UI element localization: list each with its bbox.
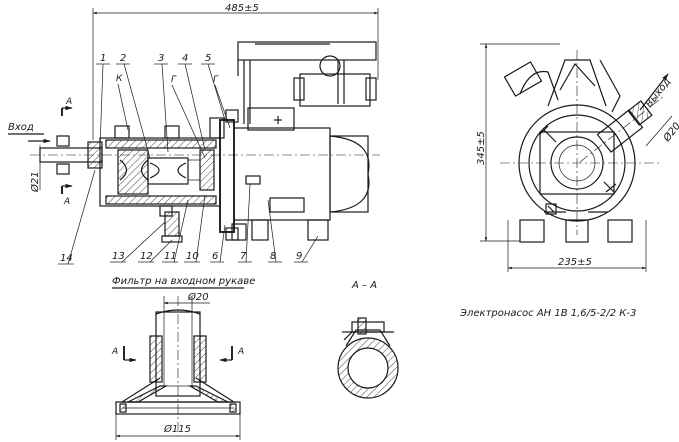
filter-section-mark-right: А xyxy=(237,347,244,357)
callout-11: 11 xyxy=(164,251,177,262)
callout-13: 13 xyxy=(112,251,125,262)
callout-6: 6 xyxy=(212,251,218,262)
height-dimension: 345±5 xyxy=(476,43,560,242)
section-mark-top: А xyxy=(65,97,72,107)
callout-3: 3 xyxy=(158,53,164,64)
inlet-label: Вход xyxy=(8,122,34,133)
pump-title: Электронасос АН 1В 1,6/5-2/2 К-3 xyxy=(459,308,636,319)
callout-7: 7 xyxy=(240,251,247,262)
letter-k: К xyxy=(116,74,123,84)
filter-view xyxy=(115,296,241,436)
section-mark-bottom: А xyxy=(63,197,70,207)
callout-12: 12 xyxy=(140,251,153,262)
callout-5: 5 xyxy=(205,53,211,64)
filter-section-mark-left: А xyxy=(111,347,118,357)
callouts-bottom: 14 13 12 11 10 6 7 8 9 xyxy=(58,169,319,265)
callout-14: 14 xyxy=(60,253,73,264)
callout-9: 9 xyxy=(296,251,302,262)
width-label: 235±5 xyxy=(558,257,592,268)
filter-caption: Фильтр на входном рукаве xyxy=(112,276,255,287)
inlet-indicator: Вход xyxy=(8,122,51,144)
height-label: 345±5 xyxy=(476,131,487,165)
filter-base-diameter-label: Ø115 xyxy=(163,423,191,435)
callout-8: 8 xyxy=(270,251,276,262)
callout-4: 4 xyxy=(182,53,188,64)
outlet-label: Выход xyxy=(644,76,673,109)
filter-pipe-diameter-label: Ø20 xyxy=(187,291,209,303)
letter-g-1: Г xyxy=(171,75,177,85)
callouts-top: 1 2 3 4 5 xyxy=(96,53,226,159)
section-title: А – А xyxy=(351,280,377,291)
filter-base-diameter-dimension: Ø115 xyxy=(115,414,241,440)
overall-length-label: 485±5 xyxy=(225,3,259,14)
overall-length-dimension: 485±5 xyxy=(92,3,379,140)
width-dimension: 235±5 xyxy=(507,220,647,272)
letter-g-2: Г xyxy=(213,75,219,85)
callout-1: 1 xyxy=(100,53,106,64)
inlet-diameter-dimension: Ø21 xyxy=(29,145,41,193)
section-a-a-view xyxy=(337,317,399,399)
section-marks-main: А А xyxy=(61,97,73,207)
section-marks-filter: А А xyxy=(111,346,244,363)
filter-caption-group: Фильтр на входном рукаве xyxy=(112,276,255,289)
callout-2: 2 xyxy=(120,53,126,64)
inlet-diameter-label: Ø21 xyxy=(29,171,41,193)
outlet-diameter-label: Ø20 xyxy=(660,120,679,144)
pump-side-view xyxy=(30,41,380,243)
callout-10: 10 xyxy=(186,251,199,262)
filter-pipe-diameter-dimension: Ø20 xyxy=(163,291,210,312)
pump-end-view xyxy=(500,50,665,243)
